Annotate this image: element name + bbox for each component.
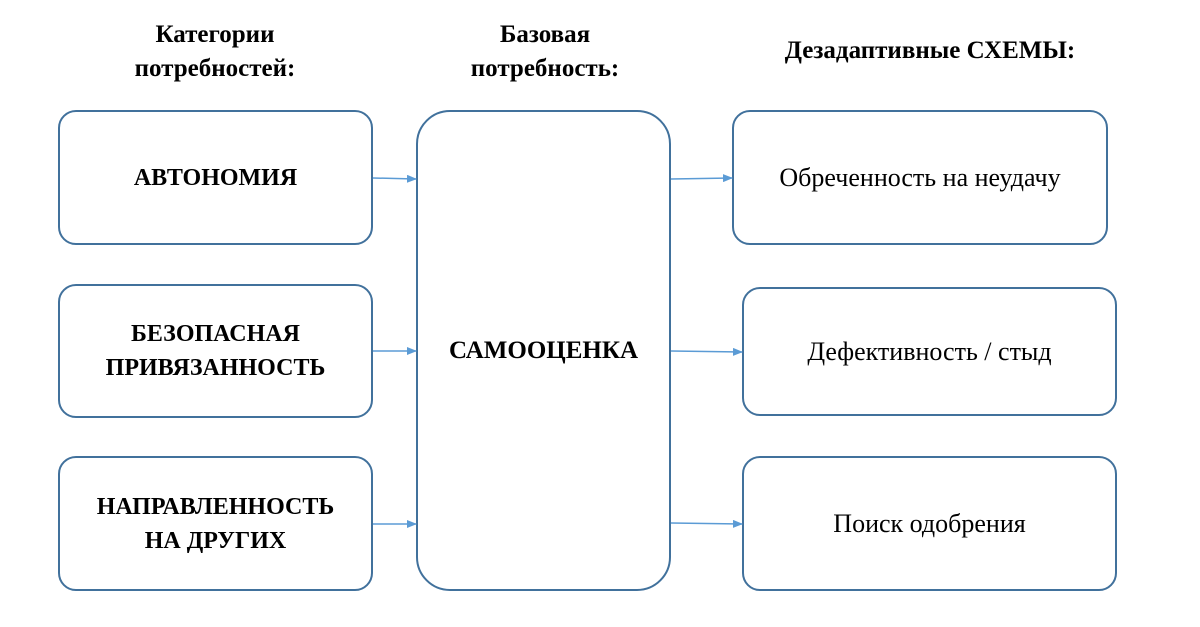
schema-label: Обреченность на неудачу: [779, 162, 1061, 192]
categories-heading: Категории потребностей:: [134, 21, 296, 82]
category-label: НАПРАВЛЕННОСТЬ НА ДРУГИХ: [96, 493, 335, 554]
arrow-autonomy-to-base: [372, 174, 417, 183]
schema-box-approval-seeking: Поиск одобрения: [742, 456, 1117, 591]
category-box-other-directedness: НАПРАВЛЕННОСТЬ НА ДРУГИХ: [58, 456, 373, 591]
arrow-base-to-approval: [670, 519, 743, 528]
base-need-box: САМООЦЕНКА: [416, 110, 671, 591]
base-need-heading: Базовая потребность:: [470, 21, 620, 82]
arrow-base-to-failure: [670, 174, 733, 183]
schemas-heading: Дезадаптивные СХЕМЫ:: [784, 37, 1076, 64]
schema-box-defectiveness: Дефективность / стыд: [742, 287, 1117, 416]
arrow-base-to-defectiveness: [670, 347, 743, 356]
category-box-autonomy: АВТОНОМИЯ: [58, 110, 373, 245]
schema-label: Дефективность / стыд: [807, 336, 1052, 366]
category-label: АВТОНОМИЯ: [133, 164, 298, 191]
category-label: БЕЗОПАСНАЯ ПРИВЯЗАННОСТЬ: [105, 321, 326, 381]
schema-label: Поиск одобрения: [833, 508, 1026, 538]
base-need-label: САМООЦЕНКА: [448, 336, 639, 364]
schema-box-failure: Обреченность на неудачу: [732, 110, 1108, 245]
category-box-secure-attachment: БЕЗОПАСНАЯ ПРИВЯЗАННОСТЬ: [58, 284, 373, 418]
